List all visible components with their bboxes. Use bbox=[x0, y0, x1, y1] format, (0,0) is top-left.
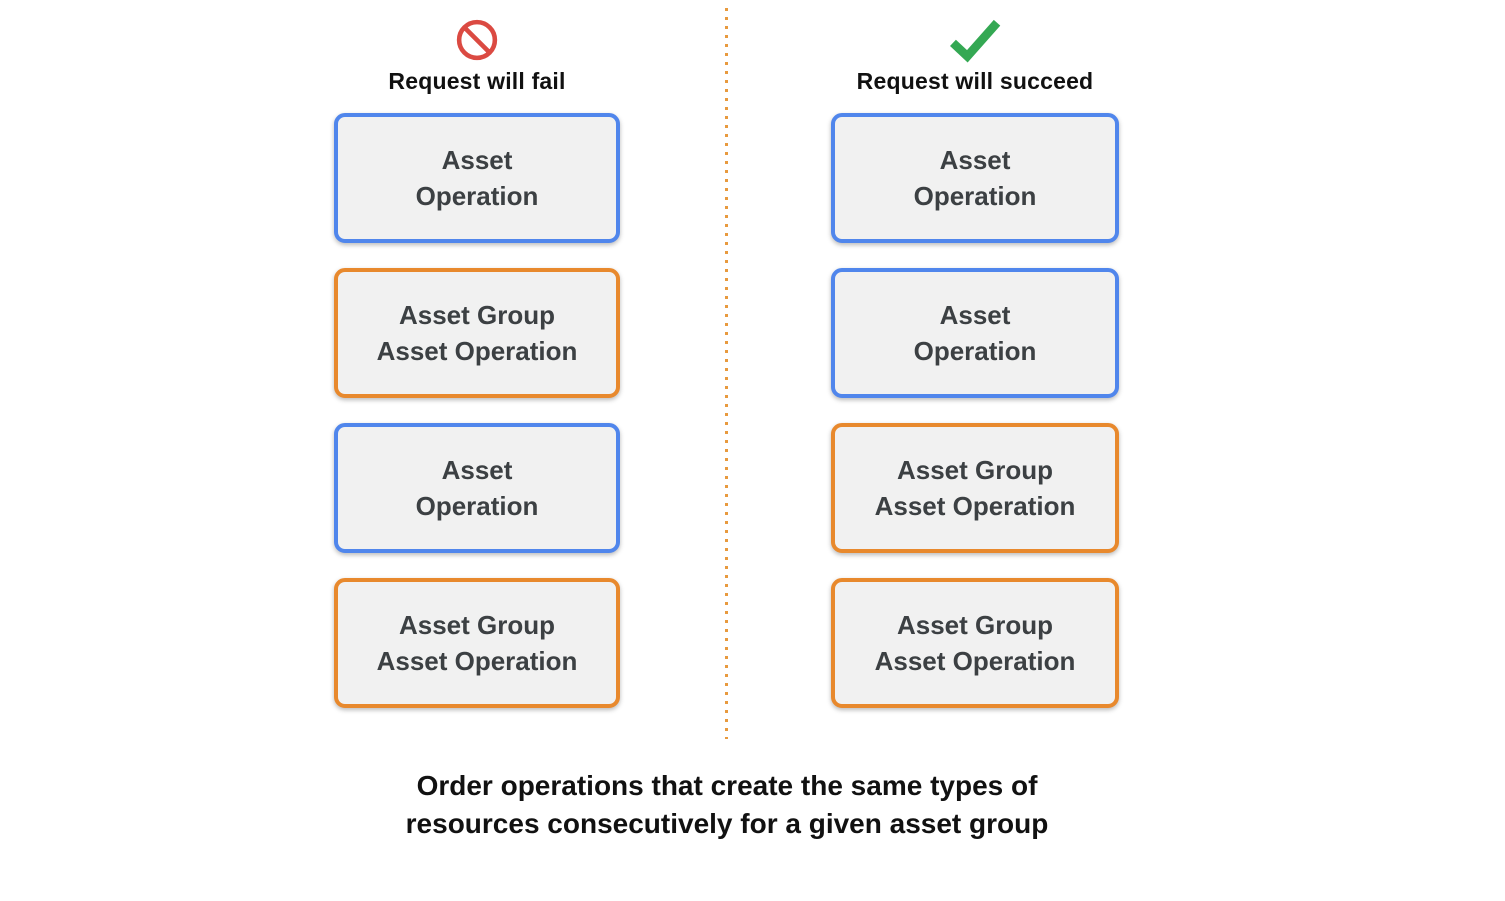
succeed-column: Request will succeed Asset Operation Ass… bbox=[831, 14, 1119, 733]
succeed-column-label: Request will succeed bbox=[856, 67, 1094, 94]
box-asset-group-asset-operation: Asset Group Asset Operation bbox=[831, 578, 1119, 708]
fail-column-label: Request will fail bbox=[388, 67, 566, 94]
box-asset-operation: Asset Operation bbox=[831, 268, 1119, 398]
prohibition-icon bbox=[455, 14, 499, 66]
box-asset-group-asset-operation: Asset Group Asset Operation bbox=[831, 423, 1119, 553]
box-asset-group-asset-operation: Asset Group Asset Operation bbox=[334, 578, 620, 708]
checkmark-icon bbox=[946, 14, 1004, 66]
box-asset-operation: Asset Operation bbox=[334, 423, 620, 553]
column-divider bbox=[725, 8, 728, 739]
box-asset-operation: Asset Operation bbox=[334, 113, 620, 243]
diagram-caption: Order operations that create the same ty… bbox=[405, 770, 1049, 839]
fail-column: Request will fail Asset Operation Asset … bbox=[334, 14, 620, 733]
box-asset-operation: Asset Operation bbox=[831, 113, 1119, 243]
box-asset-group-asset-operation: Asset Group Asset Operation bbox=[334, 268, 620, 398]
